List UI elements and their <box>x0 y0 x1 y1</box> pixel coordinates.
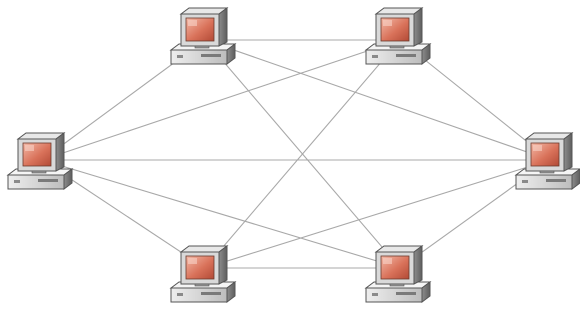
link-pc-left-pc-bottom-right <box>41 159 401 269</box>
desktop-computer-icon <box>169 245 237 303</box>
computer-pc-bottom-left <box>169 245 237 303</box>
desktop-computer-icon <box>364 245 432 303</box>
computer-pc-top-right <box>364 7 432 65</box>
network-links <box>41 39 551 269</box>
computer-pc-top-left <box>169 7 237 65</box>
computer-pc-left <box>6 132 74 190</box>
computer-pc-right <box>514 132 580 190</box>
desktop-computer-icon <box>514 132 580 190</box>
desktop-computer-icon <box>364 7 432 65</box>
network-nodes <box>6 7 580 303</box>
computer-pc-bottom-right <box>364 245 432 303</box>
link-pc-bottom-left-pc-right <box>204 159 551 269</box>
desktop-computer-icon <box>169 7 237 65</box>
link-pc-top-right-pc-bottom-left <box>204 39 401 269</box>
link-pc-top-right-pc-left <box>41 39 401 161</box>
desktop-computer-icon <box>6 132 74 190</box>
link-pc-top-left-pc-right <box>204 39 551 161</box>
